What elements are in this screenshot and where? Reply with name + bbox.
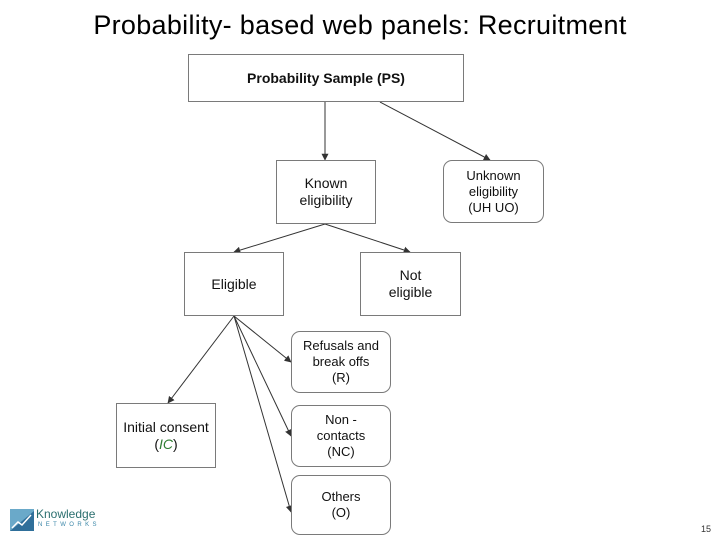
arrow-ps-unknown bbox=[379, 101, 491, 161]
node-eligible-label: Eligible bbox=[211, 275, 257, 292]
node-non-contacts-line-3: (NC) bbox=[327, 444, 355, 459]
node-refusals-line-1: Refusals and bbox=[303, 338, 379, 353]
arrow-eligible-initial bbox=[167, 315, 235, 404]
logo-text-top: Knowledge bbox=[36, 507, 96, 521]
node-others-line-2: (O) bbox=[331, 505, 351, 520]
node-known-line-2: eligibility bbox=[299, 192, 353, 208]
arrow-eligible-refusals bbox=[233, 315, 292, 363]
node-not-eligible-line-2: eligible bbox=[388, 284, 433, 300]
node-not-eligible: Not eligible bbox=[360, 252, 461, 316]
company-logo: Knowledge NETWORKS bbox=[10, 507, 110, 533]
logo-text-bottom: NETWORKS bbox=[38, 522, 100, 528]
node-initial-code: IC bbox=[158, 435, 173, 452]
node-non-contacts-line-2: contacts bbox=[316, 428, 366, 443]
node-initial-paren-close: ) bbox=[172, 435, 178, 452]
node-others-line-1: Others bbox=[321, 489, 361, 504]
logo-mark-icon bbox=[10, 509, 34, 531]
node-known-eligibility: Known eligibility bbox=[276, 160, 376, 224]
node-non-contacts-line-1: Non - bbox=[325, 412, 357, 427]
node-not-eligible-line-1: Not bbox=[399, 267, 422, 283]
node-refusals-line-3: (R) bbox=[331, 370, 351, 385]
slide-title: Probability- based web panels: Recruitme… bbox=[93, 10, 627, 40]
node-probability-sample-label: Probability Sample (PS) bbox=[247, 69, 405, 86]
node-initial-line-1: Initial consent bbox=[123, 418, 209, 435]
node-initial-line-2: (IC) bbox=[123, 436, 209, 453]
page-number: 15 bbox=[700, 524, 711, 534]
arrow-eligible-noncontacts bbox=[233, 315, 292, 437]
arrow-eligible-others bbox=[233, 315, 293, 513]
node-unknown-line-3: (UH UO) bbox=[468, 199, 519, 215]
node-probability-sample: Probability Sample (PS) bbox=[188, 54, 464, 102]
node-others: Others (O) bbox=[291, 475, 391, 535]
arrow-known-eligible bbox=[233, 223, 326, 254]
node-non-contacts: Non - contacts (NC) bbox=[291, 405, 391, 467]
node-unknown-eligibility: Unknown eligibility (UH UO) bbox=[443, 160, 544, 223]
arrow-known-noteligible bbox=[324, 223, 411, 254]
node-unknown-line-2: eligibility bbox=[468, 183, 519, 199]
node-eligible: Eligible bbox=[184, 252, 284, 316]
node-unknown-line-1: Unknown bbox=[466, 167, 521, 183]
node-initial-paren-open: ( bbox=[154, 435, 159, 452]
node-refusals: Refusals and break offs (R) bbox=[291, 331, 391, 393]
node-known-line-1: Known bbox=[304, 175, 348, 191]
node-refusals-line-2: break offs bbox=[312, 354, 370, 369]
node-initial-consent: Initial consent (IC) bbox=[116, 403, 216, 468]
